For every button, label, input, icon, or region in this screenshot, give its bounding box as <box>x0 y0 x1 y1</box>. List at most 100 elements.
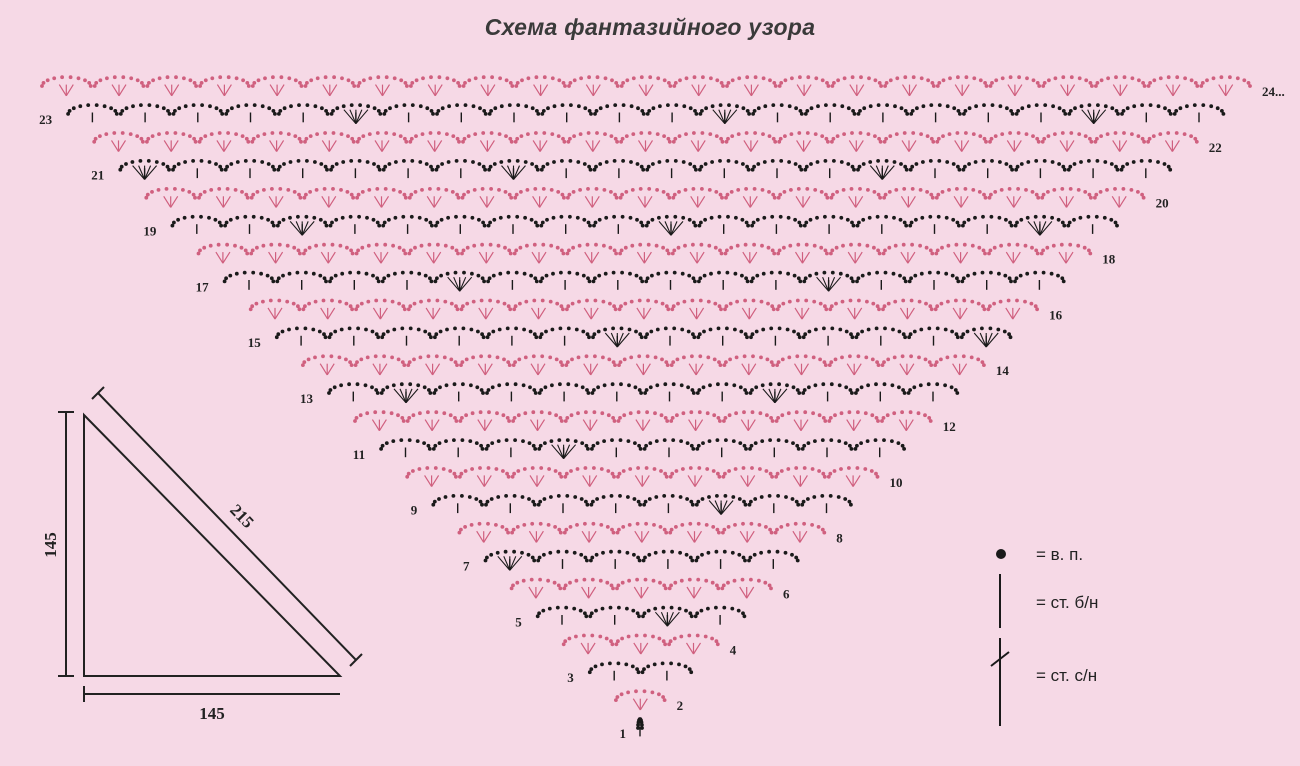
chain-stitch <box>772 251 777 256</box>
chain-stitch <box>337 355 342 360</box>
chain-stitch <box>1115 223 1119 228</box>
chain-stitch <box>585 332 590 337</box>
chain-stitch <box>990 81 994 85</box>
chain-stitch <box>347 382 351 387</box>
chain-stitch <box>476 329 480 334</box>
chain-stitch <box>1094 84 1098 88</box>
chain-stitch <box>276 167 281 172</box>
chain-stitch <box>989 192 993 197</box>
chain-stitch <box>364 271 369 276</box>
chain-stitch <box>187 190 192 194</box>
chain-stitch <box>463 525 467 529</box>
chain-stitch <box>591 443 596 448</box>
chain-stitch <box>1166 75 1171 80</box>
chain-stitch <box>321 354 325 359</box>
chain-stitch <box>269 242 274 247</box>
fan-stitch <box>687 475 696 487</box>
chain-stitch <box>217 131 222 135</box>
chain-stitch <box>327 335 332 340</box>
chain-stitch <box>1041 248 1045 253</box>
chain-stitch <box>1072 162 1077 166</box>
chain-stitch <box>325 167 329 172</box>
double-crochet-shell <box>1081 109 1095 125</box>
chain-stitch <box>488 298 492 303</box>
chain-stitch <box>370 385 374 390</box>
chain-stitch <box>750 466 754 470</box>
fan-stitch <box>117 140 127 152</box>
chain-stitch <box>677 190 681 194</box>
chain-stitch <box>910 187 915 191</box>
chain-stitch <box>777 84 782 88</box>
chain-stitch <box>578 608 583 613</box>
chain-stitch <box>541 109 546 113</box>
chain-stitch <box>461 326 466 331</box>
chain-stitch <box>936 136 941 141</box>
chain-stitch <box>988 139 992 144</box>
chain-stitch <box>552 160 556 164</box>
chain-stitch <box>824 192 828 197</box>
chain-stitch <box>688 162 693 166</box>
chain-stitch <box>486 443 490 448</box>
chain-stitch <box>720 195 724 200</box>
chain-stitch <box>880 363 885 367</box>
chain-stitch <box>615 84 620 88</box>
fan-stitch <box>792 475 801 487</box>
chain-stitch <box>172 220 176 225</box>
chain-stitch <box>951 217 956 222</box>
chain-stitch <box>747 502 752 507</box>
fan-stitch <box>695 419 704 432</box>
chain-stitch <box>492 162 497 166</box>
fan-stitch <box>267 307 276 320</box>
chain-stitch <box>250 304 255 309</box>
chain-stitch <box>690 354 694 359</box>
chain-stitch <box>687 217 692 222</box>
chain-stitch <box>475 385 480 390</box>
chain-stitch <box>541 187 546 191</box>
chain-stitch <box>706 606 710 611</box>
chain-stitch <box>944 215 949 220</box>
chain-stitch <box>583 106 588 111</box>
chain-stitch <box>589 112 593 116</box>
fan-stitch <box>750 84 759 97</box>
chain-stitch <box>565 416 570 420</box>
chain-stitch <box>157 76 162 81</box>
chain-stitch <box>557 527 562 532</box>
chain-stitch <box>605 525 610 529</box>
chain-stitch <box>161 106 166 111</box>
chain-stitch <box>856 276 861 281</box>
fan-stitch <box>476 530 485 543</box>
chain-stitch <box>849 447 854 451</box>
double-crochet-shell <box>355 109 363 124</box>
chain-stitch <box>643 391 647 395</box>
fan-stitch <box>637 195 646 208</box>
chain-stitch <box>727 469 731 473</box>
chain-stitch <box>271 223 276 228</box>
chain-stitch <box>662 583 667 588</box>
chain-stitch <box>1093 195 1097 200</box>
chain-stitch <box>349 103 354 107</box>
chain-stitch <box>854 391 858 395</box>
row-number-left: 7 <box>463 559 470 574</box>
chain-stitch <box>449 357 454 362</box>
chain-stitch <box>669 661 673 666</box>
chain-stitch <box>532 388 537 392</box>
chain-stitch <box>484 502 488 507</box>
chain-stitch <box>250 248 255 253</box>
chain-stitch <box>87 81 92 85</box>
chain-stitch <box>320 106 324 111</box>
stitch-row <box>144 187 1146 208</box>
chain-stitch <box>725 84 729 88</box>
chain-stitch <box>822 530 827 535</box>
chain-stitch <box>315 132 319 137</box>
double-crochet-shell <box>822 276 830 292</box>
chain-stitch <box>908 332 913 337</box>
chain-stitch <box>411 413 416 418</box>
chain-stitch <box>559 214 564 219</box>
chain-stitch <box>731 495 736 499</box>
chain-stitch <box>270 220 275 225</box>
chain-stitch <box>661 549 666 554</box>
chain-stitch <box>273 112 277 116</box>
chain-stitch <box>529 577 534 582</box>
chain-stitch <box>505 416 510 420</box>
chain-stitch <box>583 555 588 560</box>
